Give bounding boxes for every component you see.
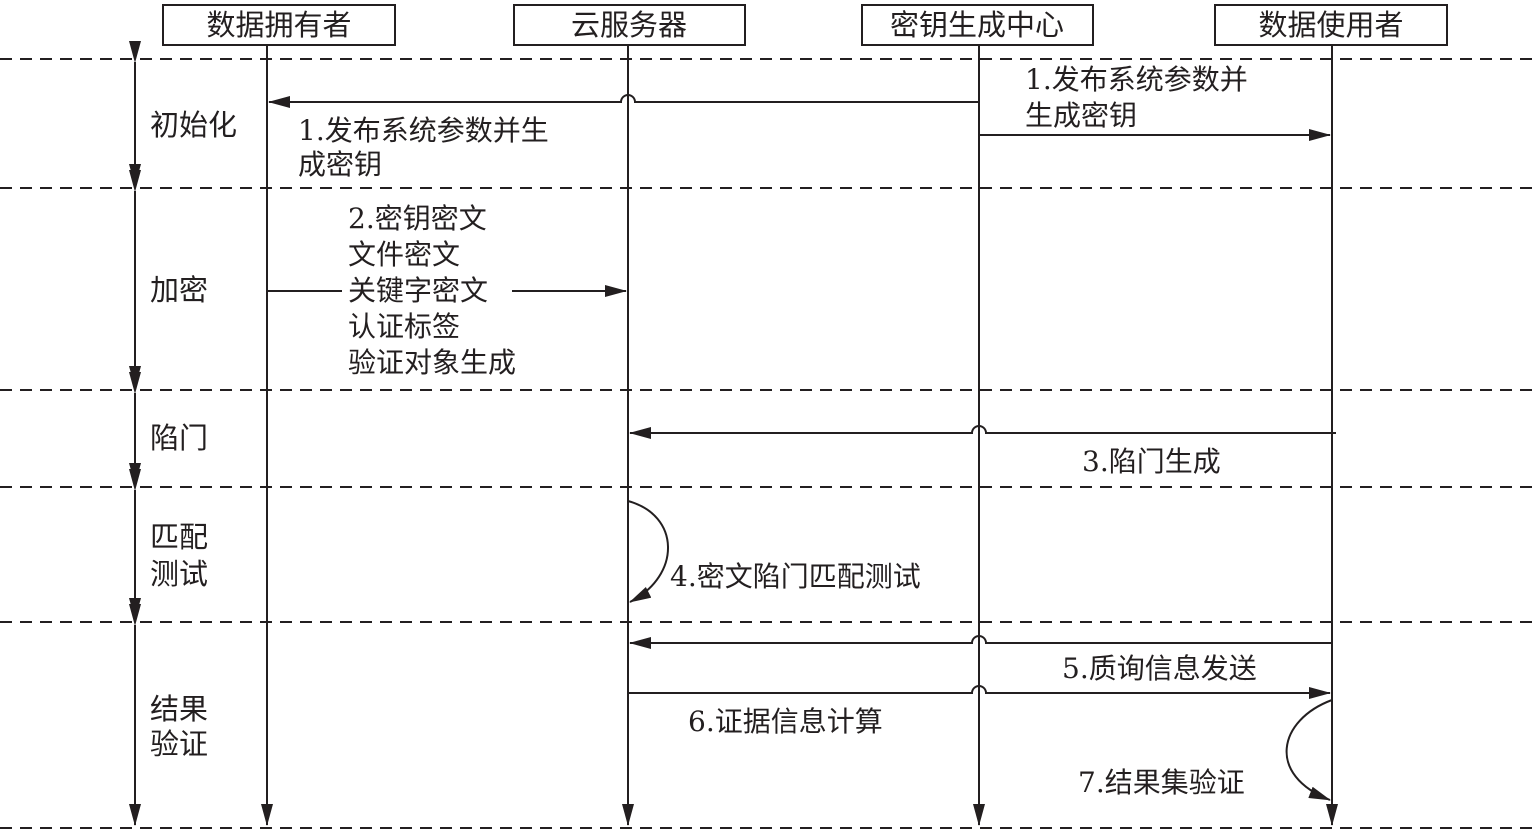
message-label-challenge: 5.质询信息发送	[1062, 652, 1257, 685]
message-arrow-verify	[1285, 699, 1333, 801]
message-label-proof: 6.证据信息计算	[688, 705, 883, 738]
message-arrow-proof	[628, 685, 1331, 699]
actor-label: 数据使用者	[1258, 8, 1403, 42]
message-label-match-test: 4.密文陷门匹配测试	[670, 560, 921, 593]
phase-label-match-line2: 测试	[150, 557, 208, 591]
message-arrow-challenge	[629, 635, 1332, 649]
message-arrow-trapdoor	[629, 425, 1336, 439]
phase-label-trapdoor: 陷门	[150, 421, 208, 455]
message-label-init-owner-line2: 成密钥	[298, 148, 382, 181]
actor-cloud-server: 云服务器	[513, 4, 746, 46]
actor-label: 数据拥有者	[206, 8, 351, 42]
actor-box	[861, 4, 1094, 46]
phase-label-init: 初始化	[150, 108, 237, 142]
actor-data-owner: 数据拥有者	[162, 4, 396, 46]
phase-label-verify-line1: 结果	[150, 692, 208, 726]
message-arrow-init-to-owner	[268, 94, 979, 108]
message-label-encrypt-line2: 文件密文	[348, 238, 460, 271]
message-arrow-match-test	[627, 500, 669, 603]
actor-box	[162, 4, 396, 46]
lifelines	[261, 45, 1338, 826]
actor-data-user: 数据使用者	[1214, 4, 1448, 46]
message-label-encrypt-line5: 验证对象生成	[348, 346, 516, 379]
phase-label-encrypt: 加密	[150, 273, 208, 307]
actor-box	[1214, 4, 1448, 46]
message-arrow-init-to-user	[978, 118, 1331, 141]
message-label-init-user-line2: 生成密钥	[1025, 99, 1137, 132]
actor-box	[513, 4, 746, 46]
phase-label-verify-line2: 验证	[150, 727, 208, 761]
phase-separators	[0, 58, 1534, 829]
phase-labels: 初始化 加密 陷门 匹配 测试 结果 验证	[150, 108, 237, 761]
message-label-encrypt-line1: 2.密钥密文	[348, 202, 487, 235]
message-label-encrypt-line4: 认证标签	[348, 310, 460, 343]
message-label-encrypt-line3: 关键字密文	[348, 274, 488, 307]
actor-key-center: 密钥生成中心	[861, 4, 1094, 46]
actor-label: 云服务器	[571, 8, 687, 42]
message-label-init-user-line1: 1.发布系统参数并	[1025, 63, 1248, 96]
message-label-trapdoor: 3.陷门生成	[1082, 445, 1221, 478]
phase-label-match-line1: 匹配	[150, 520, 208, 554]
message-label-verify: 7.结果集验证	[1078, 766, 1245, 799]
message-label-init-owner-line1: 1.发布系统参数并生	[298, 114, 549, 147]
actor-label: 密钥生成中心	[890, 8, 1064, 42]
